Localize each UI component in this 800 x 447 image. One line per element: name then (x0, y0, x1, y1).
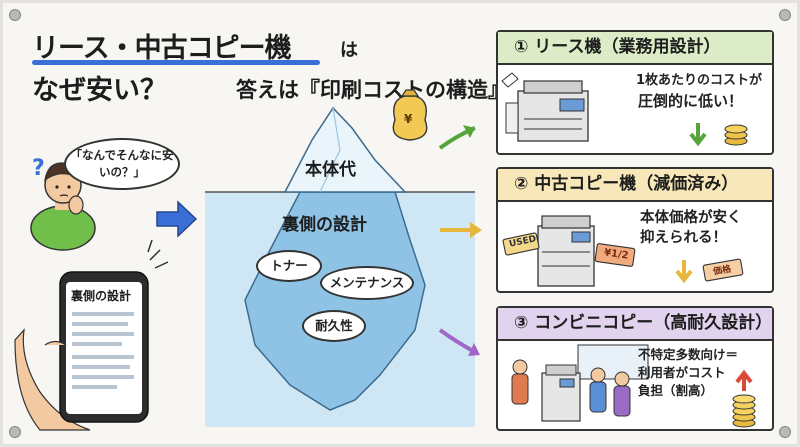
money-bag-icon (392, 89, 428, 141)
iceberg-item-durability: 耐久性 (302, 310, 366, 342)
iceberg-tip-label: 本体代 (305, 160, 356, 180)
coin-stack-icon (724, 124, 748, 146)
down-arrow-icon (675, 260, 693, 284)
panel-convenience-heading: ③ コンビニコピー（高耐久設計） (498, 308, 772, 341)
screw-icon (779, 426, 791, 438)
panel-lease-heading: ① リース機（業務用設計） (498, 32, 772, 65)
panel-convenience-note-line2: 利用者がコスト (638, 365, 726, 380)
used-copier-icon (537, 215, 595, 287)
page-title-suffix: は (340, 40, 358, 61)
used-tag-icon (502, 232, 540, 256)
title-answer: 答えは『印刷コストの構造』 (236, 78, 509, 102)
lease-copier-icon (501, 72, 589, 142)
money-bag-symbol: ¥ (404, 112, 413, 126)
iceberg-item-maintenance: メンテナンス (320, 266, 414, 300)
up-arrow-icon (735, 369, 753, 391)
price-tag-icon (594, 243, 636, 267)
phone-illustration (14, 271, 149, 431)
panel-convenience-note-line1: 不特定多数向け＝ (638, 347, 739, 362)
coin-stack-icon (732, 394, 756, 428)
main-arrow-icon (156, 200, 198, 238)
iceberg-underwater (244, 191, 426, 411)
screw-icon (779, 9, 791, 21)
panel-used-heading: ② 中古コピー機（減価済み） (498, 169, 772, 202)
screw-icon (9, 9, 21, 21)
title-underline (32, 60, 320, 65)
question-mark: ? (32, 156, 45, 181)
panel-used-note-line1: 本体価格が安く (640, 210, 742, 226)
panel-lease-note-line1: 1枚あたりのコストが (636, 73, 763, 88)
down-arrow-icon (689, 123, 707, 147)
phone-screen-title: 裏側の設計 (71, 289, 132, 303)
panel-convenience: ③ コンビニコピー（高耐久設計） 不特定多数向け＝ 利用者がコスト 負担（割高） (496, 306, 774, 431)
iceberg-item-toner: トナー (256, 250, 322, 282)
price-label-tag-icon (702, 258, 744, 282)
iceberg-tip (283, 106, 407, 193)
panel-lease: ① リース機（業務用設計） 1枚あたりのコストが 圧倒的に低い！ (496, 30, 774, 155)
panel-convenience-note-line3: 負担（割高） (638, 383, 714, 398)
panel-lease-note-line2: 圧倒的に低い！ (638, 92, 744, 110)
panel-used-note-line2: 抑えられる！ (640, 230, 727, 246)
page-subtitle: なぜ安い？ (32, 75, 167, 106)
store-illustration (511, 344, 649, 422)
screw-icon (9, 426, 21, 438)
panel-used: ② 中古コピー機（減価済み） USED ¥1/2 価格 本体価格が安く 抑えられ… (496, 167, 774, 293)
speech-bubble: 「なんでそんなに安いの？」 (64, 138, 180, 190)
iceberg-hidden-label: 裏側の設計 (282, 215, 367, 235)
page-title: リース・中古コピー機 (32, 33, 292, 64)
person-illustration (30, 162, 96, 251)
